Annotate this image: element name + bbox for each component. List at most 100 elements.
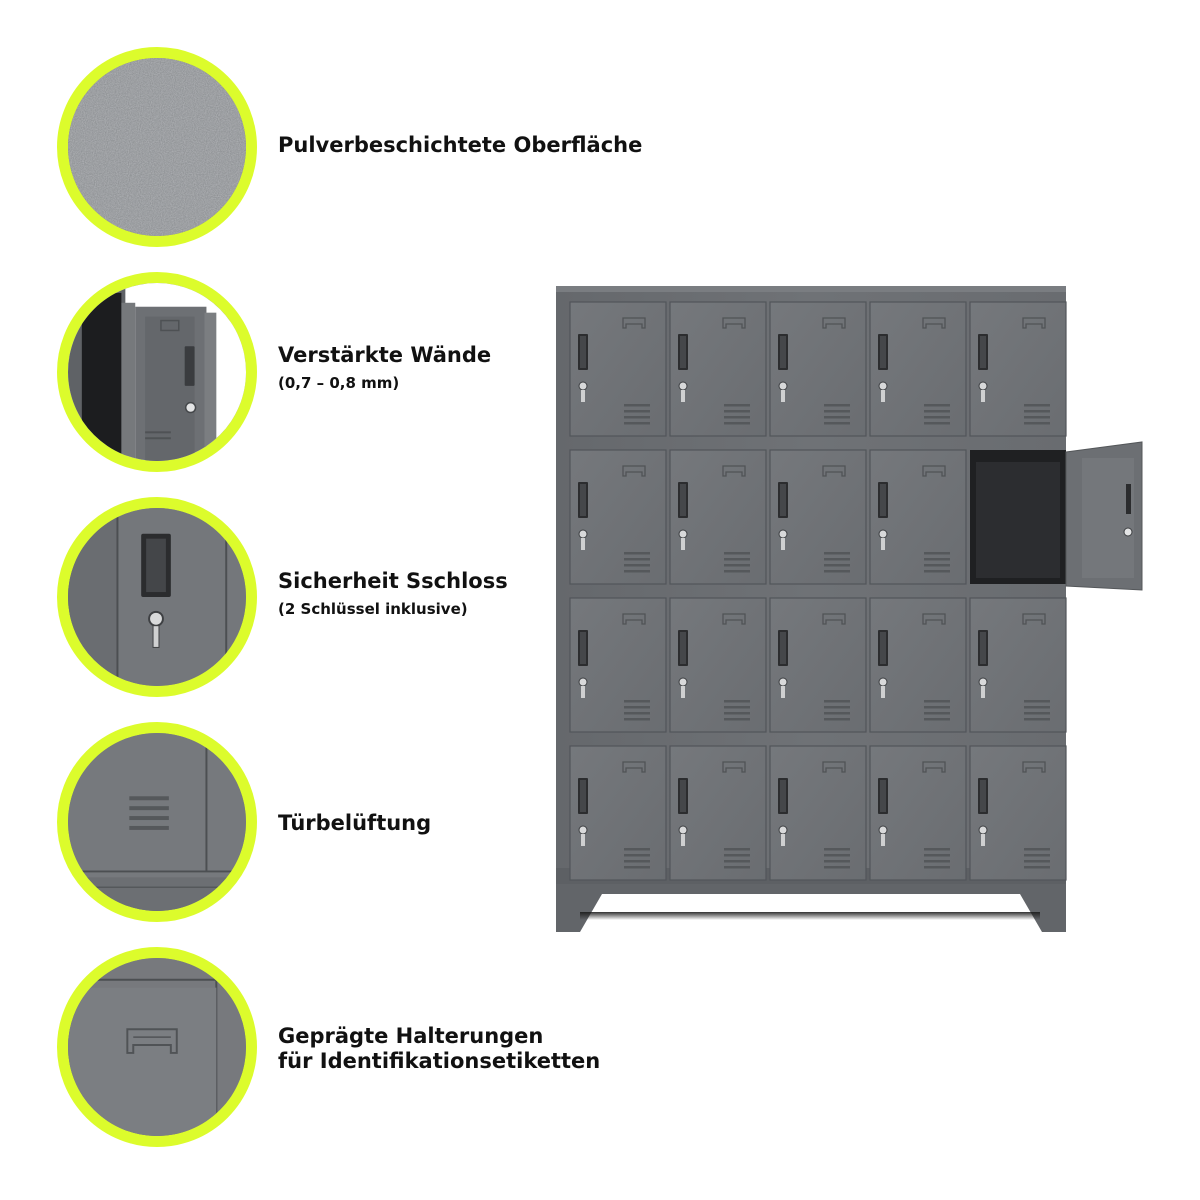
door-vent-slot <box>924 552 950 555</box>
door-vent-slot <box>1024 700 1050 703</box>
door-key <box>881 538 885 550</box>
door-handle-inner <box>780 780 786 812</box>
door-vent-slot <box>624 552 650 555</box>
label-holder <box>722 465 746 477</box>
locker-door <box>669 301 767 437</box>
door-vent-slot <box>1024 848 1050 851</box>
door-handle-inner <box>580 632 586 664</box>
door-vent-slot <box>1024 416 1050 419</box>
label-holder <box>1022 613 1046 625</box>
locker-door <box>669 597 767 733</box>
door-vent-slot <box>724 866 750 869</box>
door-handle-inner <box>980 336 986 368</box>
door-vent-slot <box>824 854 850 857</box>
feature-title: Verstärkte Wände <box>278 343 492 367</box>
door-vent-slot <box>724 570 750 573</box>
door-lock <box>678 529 688 539</box>
door-vent-slot <box>824 570 850 573</box>
door-vent-slot <box>724 718 750 721</box>
locker-door <box>769 301 867 437</box>
door-vent-slot <box>724 848 750 851</box>
door-key <box>781 538 785 550</box>
door-vent-slot <box>824 558 850 561</box>
label-holder <box>822 761 846 773</box>
door-lock <box>978 381 988 391</box>
locker-door <box>769 597 867 733</box>
label-holder <box>822 613 846 625</box>
door-vent-slot <box>624 706 650 709</box>
door-vent-slot <box>824 416 850 419</box>
door-vent-slot <box>924 848 950 851</box>
door-lock <box>778 381 788 391</box>
label-holder <box>1022 317 1046 329</box>
door-lock <box>578 825 588 835</box>
door-lock <box>878 825 888 835</box>
feature-title: Türbelüftung <box>278 811 432 835</box>
locker-door <box>969 301 1067 437</box>
door-vent-slot <box>624 866 650 869</box>
door-vent-slot <box>624 718 650 721</box>
feature-label-ventilation: Türbelüftung <box>278 811 431 836</box>
label-holder <box>722 761 746 773</box>
door-vent-slot <box>724 860 750 863</box>
door-vent-slot <box>924 866 950 869</box>
door-key <box>981 390 985 402</box>
door-handle-inner <box>780 632 786 664</box>
door-vent-slot <box>624 700 650 703</box>
door-lock <box>678 677 688 687</box>
door-handle-inner <box>680 632 686 664</box>
locker-doors <box>569 301 1143 881</box>
door-vent-slot <box>724 712 750 715</box>
door-key <box>581 390 585 402</box>
floor-shadow <box>580 912 1040 920</box>
door-vent-slot <box>924 700 950 703</box>
door-handle-inner <box>580 780 586 812</box>
door-vent-slot <box>624 422 650 425</box>
door-key <box>781 834 785 846</box>
door-vent-slot <box>724 706 750 709</box>
label-holder <box>722 317 746 329</box>
locker-door <box>869 301 967 437</box>
feature-title-line-2: für Identifikationsetiketten <box>278 1049 601 1073</box>
door-handle-inner <box>680 336 686 368</box>
door-handle-inner <box>780 336 786 368</box>
door-key <box>881 834 885 846</box>
feature-title: Sicherheit Sschloss <box>278 569 508 593</box>
door-vent-slot <box>824 866 850 869</box>
door-vent-slot <box>924 416 950 419</box>
door-vent-slot <box>1024 860 1050 863</box>
locker-door <box>869 745 967 881</box>
door-lock <box>778 529 788 539</box>
label-holder <box>922 317 946 329</box>
door-lock <box>878 677 888 687</box>
door-handle-inner <box>880 632 886 664</box>
door-vent-slot <box>824 404 850 407</box>
door-vent-slot <box>924 712 950 715</box>
door-vent-slot <box>1024 718 1050 721</box>
door-vent-slot <box>724 700 750 703</box>
feature-label-reinforced-walls: Verstärkte Wände (0,7 – 0,8 mm) <box>278 343 491 394</box>
door-lock <box>978 677 988 687</box>
door-handle-inner <box>980 632 986 664</box>
door-vent-slot <box>924 706 950 709</box>
door-key <box>681 834 685 846</box>
door-key <box>581 686 585 698</box>
door-key <box>681 538 685 550</box>
label-holder <box>622 613 646 625</box>
door-vent-slot <box>824 712 850 715</box>
label-holder <box>922 761 946 773</box>
door-vent-slot <box>724 558 750 561</box>
door-key <box>881 686 885 698</box>
cabinet-top-edge <box>556 286 1066 292</box>
door-key <box>581 538 585 550</box>
door-vent-slot <box>624 712 650 715</box>
locker-door <box>769 745 867 881</box>
door-vent-slot <box>824 848 850 851</box>
open-door-handle <box>1126 484 1131 514</box>
door-vent-slot <box>624 564 650 567</box>
door-lock <box>578 677 588 687</box>
door-lock <box>778 677 788 687</box>
label-holder <box>622 761 646 773</box>
powder-coated-surface-icon <box>57 47 257 247</box>
door-vent-slot <box>1024 410 1050 413</box>
